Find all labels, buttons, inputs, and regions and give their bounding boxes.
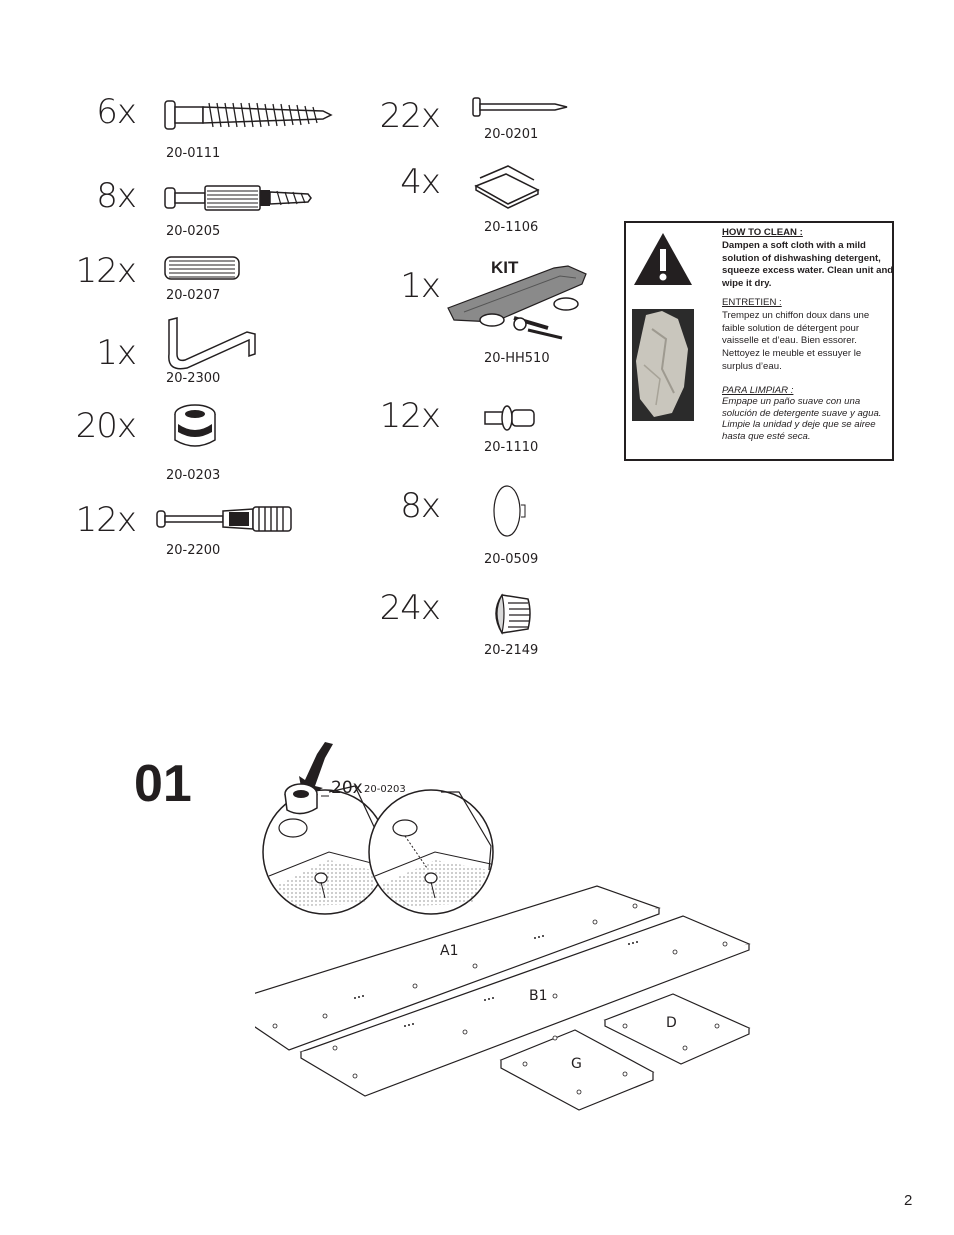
shelf-pin-icon [484,405,535,431]
panel-d [603,993,751,1065]
panel-label-b1: B1 [529,988,548,1004]
plastic-plug-icon [495,593,531,635]
part-code: 20-2200 [166,543,221,558]
anti-tip-kit-icon [447,265,587,340]
part-code: 20-1106 [484,220,539,235]
detail-circle-right [368,789,494,915]
qty-label: 22x [379,96,441,136]
cam-bolt-icon [164,185,312,211]
part-code: 20-1110 [484,440,539,455]
cleaning-es: PARA LIMPIAR : Empape un paño suave con … [722,385,894,442]
screw-dowel-icon [164,100,333,130]
cleaning-en-body: Dampen a soft cloth with a mild solution… [722,239,894,290]
detail-circle-left [262,783,388,915]
qty-label: 20x [75,406,137,446]
part-code: 20-0207 [166,288,221,303]
part-code: 20-0509 [484,552,539,567]
down-arrow-icon [299,742,333,798]
panel-g [499,1029,655,1111]
step-qty: 20x [331,778,363,798]
qty-label: 12x [75,251,137,291]
part-code: 20-0203 [166,468,221,483]
panel-a1 [255,885,661,1051]
step-number: 01 [134,755,192,813]
wood-dowel-icon [164,256,240,280]
part-code: 20-0111 [166,146,221,161]
warning-icon [634,233,692,285]
cleaning-es-body: Empape un paño suave con una solución de… [722,396,882,442]
page-number: 2 [904,1192,913,1209]
cleaning-es-title: PARA LIMPIAR : [722,385,794,396]
cap-cover-icon [493,485,526,537]
kit-label: KIT [491,258,519,277]
qty-label: 1x [400,266,441,306]
panel-label-d: D [666,1015,677,1031]
step-illustration [255,742,751,1111]
part-code: 20-2149 [484,643,539,658]
cleaning-instructions-box: HOW TO CLEAN : Dampen a soft cloth with … [624,221,894,461]
nail-icon [472,97,568,117]
panel-label-g: G [571,1056,582,1072]
qty-label: 4x [400,162,441,202]
cam-lock-icon [174,404,216,447]
qty-label: 12x [75,500,137,540]
connector-bolt-icon [156,506,292,532]
qty-label: 24x [379,588,441,628]
panel-label-a1: A1 [440,943,459,959]
cleaning-en: HOW TO CLEAN : Dampen a soft cloth with … [722,227,894,291]
cleaning-fr-body: Trempez un chiffon doux dans une faible … [722,309,870,372]
felt-pad-icon [474,165,540,209]
cloth-photo-icon [632,309,694,421]
qty-label: 6x [96,92,137,132]
part-code: 20-0205 [166,224,221,239]
qty-label: 8x [96,176,137,216]
cleaning-fr-title: ENTRETIEN : [722,297,782,308]
part-code: 20-0201 [484,127,539,142]
part-code: 20-2300 [166,371,221,386]
cleaning-fr: ENTRETIEN : Trempez un chiffon doux dans… [722,297,894,374]
qty-label: 1x [96,333,137,373]
allen-key-icon [168,317,256,370]
step-part-code: 20-0203 [364,784,406,795]
qty-label: 12x [379,396,441,436]
qty-label: 8x [400,486,441,526]
part-code: 20-HH510 [484,351,550,366]
panel-b1 [299,915,751,1097]
cleaning-en-title: HOW TO CLEAN : [722,227,803,238]
